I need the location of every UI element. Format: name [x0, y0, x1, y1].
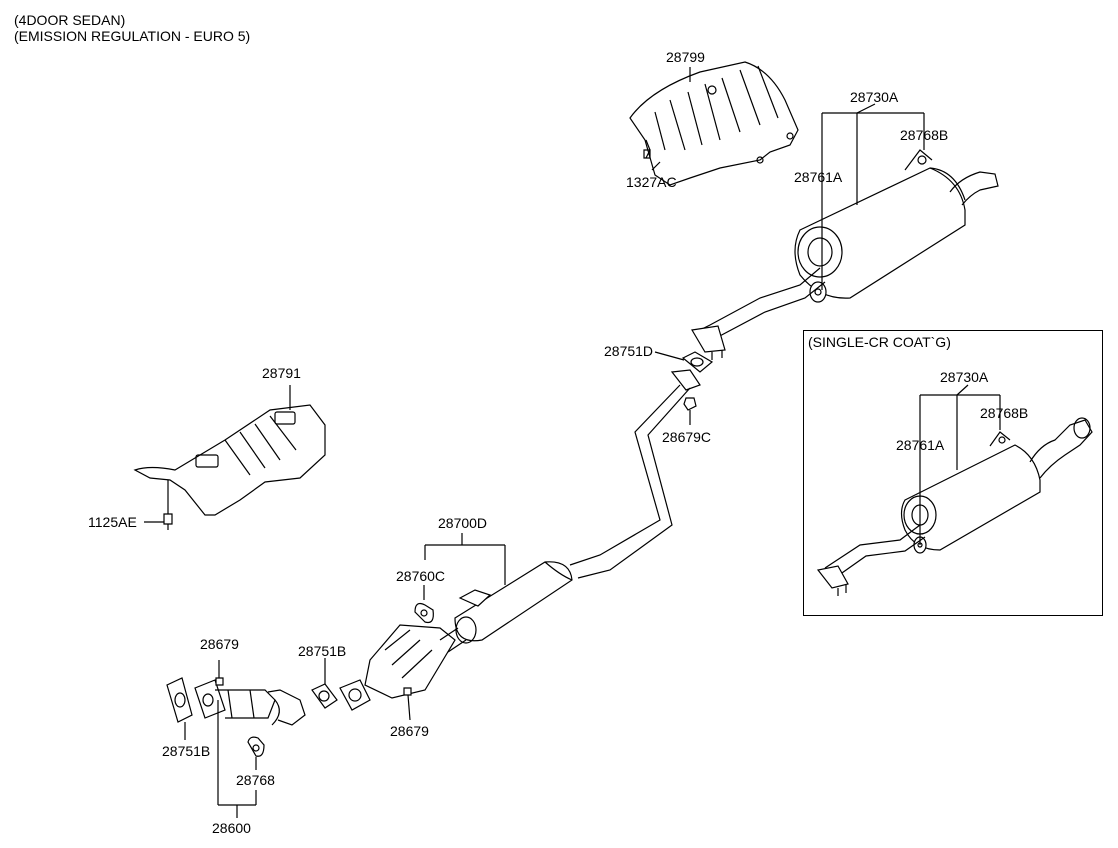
label-28768[interactable]: 28768: [236, 772, 275, 788]
nut-28679-left[interactable]: [216, 678, 223, 685]
center-muffler[interactable]: [455, 562, 572, 643]
label-28679C[interactable]: 28679C: [662, 429, 712, 445]
rear-muffler[interactable]: [795, 150, 998, 298]
gasket-28751B-mid[interactable]: [312, 684, 337, 708]
bolt-1125AE[interactable]: [164, 514, 172, 530]
hanger-28768[interactable]: [248, 737, 264, 756]
inset-label-28768B[interactable]: 28768B: [980, 405, 1029, 421]
nut-28679C[interactable]: [684, 398, 696, 410]
label-28799[interactable]: 28799: [666, 49, 705, 65]
label-28700D[interactable]: 28700D: [438, 515, 488, 531]
front-pipe-assembly[interactable]: [195, 680, 305, 725]
inset-label-28730A[interactable]: 28730A: [940, 369, 989, 385]
label-28679-left[interactable]: 28679: [200, 636, 239, 652]
hanger-28760C[interactable]: [415, 604, 433, 623]
heat-protector-rear[interactable]: [630, 62, 798, 185]
bolt-1327AC[interactable]: [644, 140, 650, 158]
label-28751B-left[interactable]: 28751B: [162, 743, 211, 759]
label-28600[interactable]: 28600: [212, 820, 251, 836]
label-28679-mid[interactable]: 28679: [390, 723, 429, 739]
label-28730A[interactable]: 28730A: [850, 89, 899, 105]
label-28791[interactable]: 28791: [262, 365, 301, 381]
label-28751D[interactable]: 28751D: [604, 343, 654, 359]
label-28751B-mid[interactable]: 28751B: [298, 643, 347, 659]
center-pipe[interactable]: [570, 370, 700, 578]
diagram-subtitle-body-type: (4DOOR SEDAN): [14, 12, 126, 28]
nut-28679-mid[interactable]: [404, 688, 411, 695]
label-1327AC[interactable]: 1327AC: [626, 174, 677, 190]
gasket-28751B-left[interactable]: [167, 678, 192, 722]
inset-pipe[interactable]: [818, 525, 925, 596]
diagram-subtitle-emission: (EMISSION REGULATION - EURO 5): [14, 28, 251, 44]
inset-drawing: [818, 385, 1092, 596]
heat-protector-front[interactable]: [135, 405, 325, 515]
inset-title: (SINGLE-CR COAT`G): [808, 334, 951, 350]
inset-single-cr-coating: (SINGLE-CR COAT`G): [803, 330, 1103, 616]
gasket-28751D[interactable]: [683, 352, 712, 372]
center-pipe-rear-section[interactable]: [692, 268, 825, 360]
label-1125AE[interactable]: 1125AE: [88, 514, 137, 530]
inset-label-28761A[interactable]: 28761A: [896, 437, 945, 453]
label-28768B[interactable]: 28768B: [900, 127, 949, 143]
catalytic-converter[interactable]: [340, 625, 466, 710]
label-28761A[interactable]: 28761A: [794, 169, 843, 185]
label-28760C[interactable]: 28760C: [396, 568, 446, 584]
